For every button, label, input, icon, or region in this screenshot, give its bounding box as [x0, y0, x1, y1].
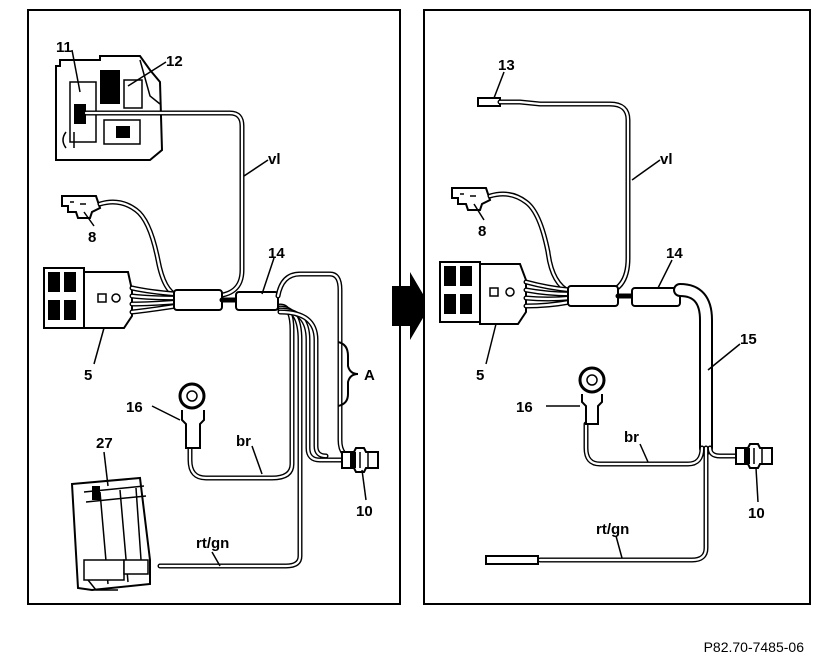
connector-5-left — [43, 267, 133, 329]
transition-arrow-icon — [392, 272, 430, 340]
sleeve-14-right — [631, 287, 681, 307]
leader-rtgn-left — [211, 551, 221, 567]
leader-8-right — [473, 203, 485, 221]
leader-15 — [707, 343, 741, 371]
label-A: A — [364, 367, 375, 384]
sleeve-left-1 — [173, 289, 223, 311]
leader-12-left — [127, 61, 167, 87]
leader-14-right — [657, 259, 673, 289]
ground-eyelet-16-left — [178, 382, 206, 449]
terminal-rtgn-right — [485, 555, 539, 565]
leader-br-right — [639, 443, 649, 463]
ground-eyelet-16-right — [578, 366, 606, 425]
label-10-left: 10 — [356, 503, 373, 520]
label-rtgn-left: rt/gn — [196, 535, 229, 552]
label-27: 27 — [96, 435, 113, 452]
leader-br-left — [251, 445, 263, 475]
leader-13 — [493, 71, 505, 99]
connector-10-right — [735, 443, 773, 469]
label-vl-right: vl — [660, 151, 673, 168]
reference-code: P82.70-7485-06 — [704, 639, 805, 655]
label-11-left: 11 — [56, 39, 72, 56]
brace-A — [337, 341, 359, 407]
label-14-left: 14 — [268, 245, 285, 262]
leader-10-left — [361, 469, 367, 501]
label-br-left: br — [236, 433, 251, 450]
leader-8-left — [83, 211, 95, 227]
leader-10-right — [755, 467, 759, 503]
left-panel: 11 12 vl 8 14 5 A 16 br 27 rt/gn 10 — [27, 9, 401, 605]
relay-27 — [70, 476, 151, 592]
sleeve-14-left — [235, 291, 279, 311]
sleeve-right-1 — [567, 285, 619, 307]
label-5-left: 5 — [84, 367, 92, 384]
label-16-left: 16 — [126, 399, 143, 416]
leader-14-left — [261, 257, 275, 295]
leader-27 — [103, 451, 109, 487]
component-12-housing — [55, 55, 164, 161]
label-8-right: 8 — [478, 223, 486, 240]
label-rtgn-right: rt/gn — [596, 521, 629, 538]
leader-vl-right — [631, 159, 661, 181]
label-10-right: 10 — [748, 505, 765, 522]
label-vl-left: vl — [268, 151, 281, 168]
terminal-13 — [477, 97, 501, 107]
label-13: 13 — [498, 57, 515, 74]
right-panel: 13 vl 8 14 15 5 16 br rt/gn 10 — [423, 9, 811, 605]
leader-rtgn-right — [615, 535, 623, 559]
label-br-right: br — [624, 429, 639, 446]
connector-10-left — [341, 447, 379, 473]
connector-5-right — [439, 261, 527, 325]
leader-vl-left — [243, 159, 269, 177]
label-14-right: 14 — [666, 245, 683, 262]
leader-11-left — [71, 49, 81, 93]
leader-16-left — [151, 405, 181, 421]
label-15: 15 — [740, 331, 757, 348]
label-12-left: 12 — [166, 53, 183, 70]
leader-5-left — [93, 327, 105, 365]
label-5-right: 5 — [476, 367, 484, 384]
label-8-left: 8 — [88, 229, 96, 246]
leader-5-right — [485, 323, 497, 365]
label-16-right: 16 — [516, 399, 533, 416]
